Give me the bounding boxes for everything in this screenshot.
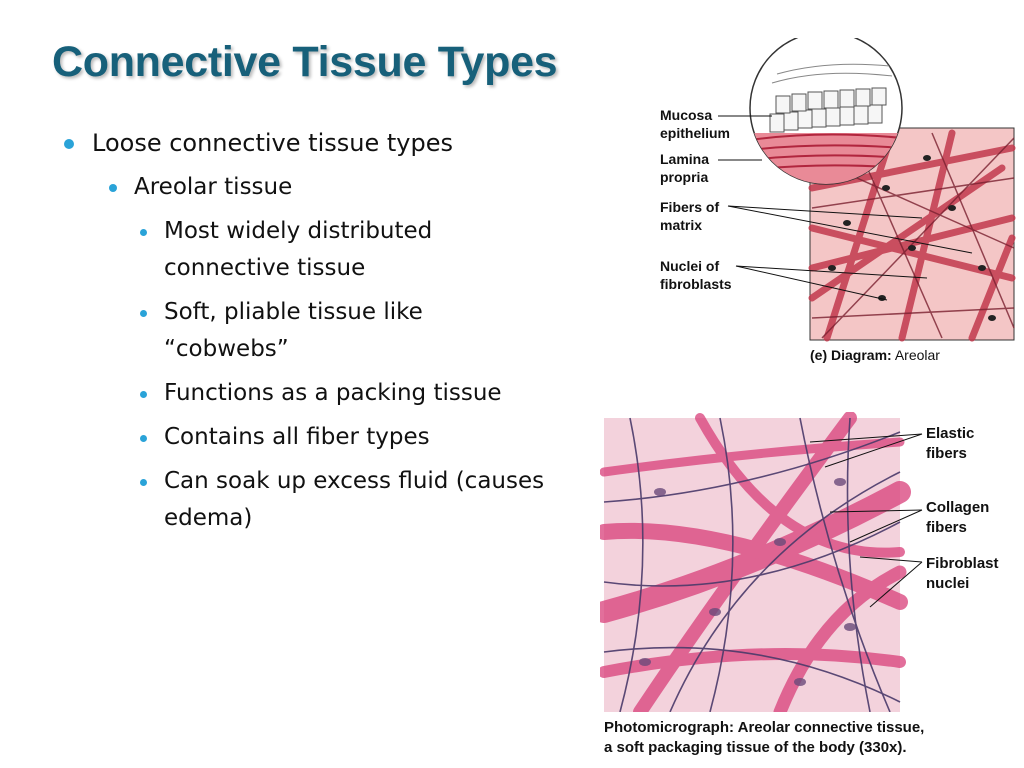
photo-caption: Photomicrograph: Areolar connective tiss… xyxy=(604,719,925,756)
bullet-level3: Can soak up excess fluid (causes edema) xyxy=(62,463,552,537)
bullet-text: Loose connective tissue types xyxy=(92,129,453,157)
bullet-level2: Areolar tissue xyxy=(62,170,552,204)
bullet-level3: Soft, pliable tissue like “cobwebs” xyxy=(62,294,552,368)
bullet-list: Loose connective tissue types Areolar ti… xyxy=(62,126,552,544)
diagram-caption: (e) Diagram: Areolar xyxy=(810,347,940,363)
bullet-dot xyxy=(140,479,147,486)
bullet-dot xyxy=(140,229,147,236)
bullet-dot xyxy=(140,391,147,398)
photomicrograph-image xyxy=(600,412,923,712)
bullet-level3: Most widely distributed connective tissu… xyxy=(62,213,552,287)
bullet-level3: Contains all fiber types xyxy=(62,419,552,456)
bullet-dot xyxy=(140,435,147,442)
bullet-text: Contains all fiber types xyxy=(164,424,430,450)
bullet-level1: Loose connective tissue types xyxy=(62,126,552,160)
areolar-diagram-illustration xyxy=(718,38,1016,342)
bullet-level3: Functions as a packing tissue xyxy=(62,375,552,412)
bullet-text: Functions as a packing tissue xyxy=(164,380,502,406)
bullet-dot xyxy=(140,310,147,317)
bullet-text: Soft, pliable tissue like “cobwebs” xyxy=(164,299,423,362)
bullet-text: Most widely distributed connective tissu… xyxy=(164,218,433,281)
slide-title: Connective Tissue Types xyxy=(52,38,558,86)
bullet-dot xyxy=(109,184,117,192)
bullet-text: Can soak up excess fluid (causes edema) xyxy=(164,468,545,531)
bullet-dot xyxy=(64,139,74,149)
bullet-text: Areolar tissue xyxy=(134,174,293,200)
